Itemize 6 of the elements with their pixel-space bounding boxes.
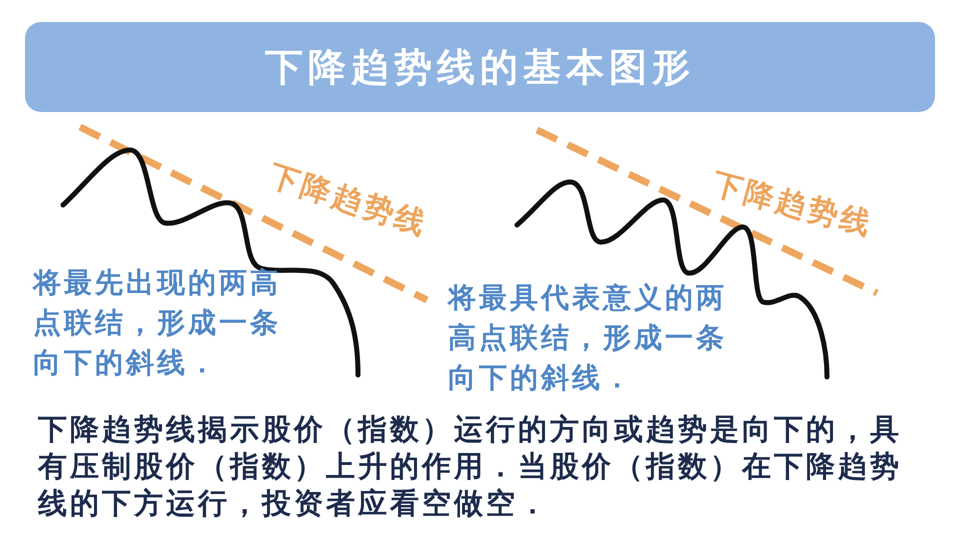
title: 下降趋势线的基本图形: [265, 44, 695, 90]
annotation-text: 将最先出现的两高点联结，形成一条向下的斜线．: [33, 265, 282, 381]
trend-line-label: 下降趋势线: [708, 165, 878, 245]
annotation-text: 将最具代表意义的两高点联结，形成一条向下的斜线．: [448, 280, 728, 396]
description-paragraph: 下降趋势线揭示股价（指数）运行的方向或趋势是向下的，具有压制股价（指数）上升的作用．当股价（指数）在下降趋势线的下方运行，投资者应看空做空．: [38, 411, 903, 522]
trend-line-label: 下降趋势线: [264, 157, 434, 245]
